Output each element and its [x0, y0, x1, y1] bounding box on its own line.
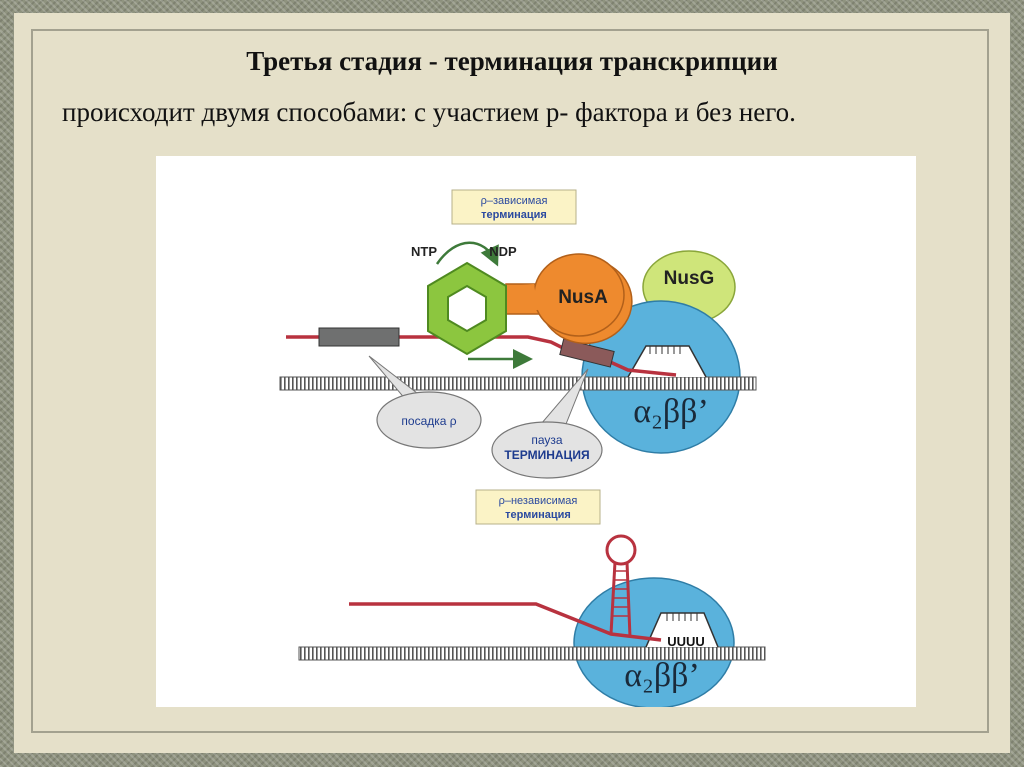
nusa-protein: NusA [505, 253, 633, 345]
rho-independent-label-line1: ρ–независимая [499, 495, 578, 507]
slide: Третья стадия - терминация транскрипции … [14, 13, 1010, 753]
rho-dependent-label-line1: ρ–зависимая [481, 195, 548, 207]
uuuu-label: UUUU [667, 634, 705, 649]
termination-label: ТЕРМИНАЦИЯ [504, 448, 589, 462]
rho-independent-label-line2: терминация [505, 509, 571, 521]
slide-frame [31, 29, 989, 733]
rho-dependent-label: ρ–зависимая терминация [451, 189, 577, 225]
bubble-1-ticks [649, 346, 681, 354]
rho-factor-hexagon [427, 261, 507, 356]
polymerase-2-label: α₂ββ’ [624, 657, 700, 694]
rho-landing-callout: посадка ρ [368, 355, 482, 449]
pause-termination-callout: пауза ТЕРМИНАЦИЯ [491, 368, 603, 479]
nusa-label: NusA [558, 287, 608, 308]
ntp-label: NTP [411, 244, 437, 259]
dna-strand-2 [298, 646, 766, 661]
ntp-ndp-arrow [435, 241, 499, 267]
rho-dependent-panel: ρ–зависимая терминация NusG α₂ββ’ [279, 189, 757, 479]
pause-site [559, 338, 615, 368]
rho-independent-panel: ρ–независимая терминация α₂ββ’ [298, 489, 766, 707]
rho-landing-site [318, 327, 400, 347]
slide-title: Третья стадия - терминация транскрипции [246, 46, 778, 76]
bubble-2-ticks [666, 613, 698, 621]
rho-landing-label: посадка ρ [401, 414, 456, 428]
polymerase-1-label: α₂ββ’ [633, 393, 709, 430]
rho-independent-label: ρ–независимая терминация [475, 489, 601, 525]
transcription-bubble-2 [645, 612, 719, 648]
transcription-termination-figure: ρ–зависимая терминация NusG α₂ββ’ [156, 156, 916, 707]
pause-label: пауза [531, 433, 563, 447]
dna-strand-1 [279, 376, 757, 391]
ndp-label: NDP [489, 244, 517, 259]
terminator-hairpin [605, 534, 637, 638]
nusg-label: NusG [664, 268, 715, 289]
rho-dependent-label-line2: терминация [481, 209, 547, 221]
rna-transcript-2 [349, 602, 662, 642]
termination-diagram: ρ–зависимая терминация NusG α₂ββ’ [279, 189, 766, 707]
slide-subtitle: происходит двумя способами: с участием р… [62, 97, 796, 127]
